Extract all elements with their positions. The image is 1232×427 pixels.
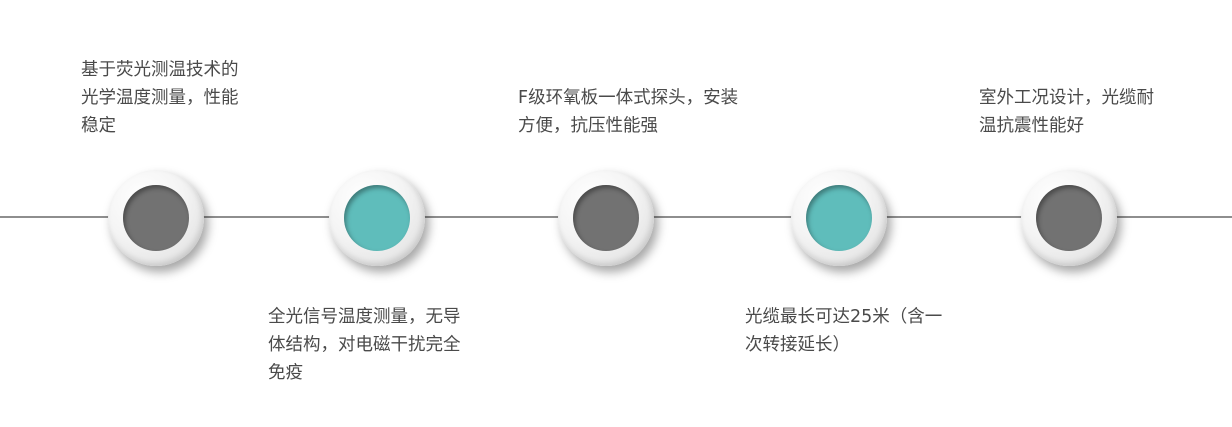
step-caption-3: F级环氧板一体式探头，安装 方便，抗压性能强 [518,88,739,136]
node-core-teal [806,185,872,251]
step-caption-5: 室外工况设计，光缆耐 温抗震性能好 [979,88,1154,136]
timeline-node-2 [329,170,425,266]
timeline-node-3 [558,170,654,266]
node-core-gray [123,185,189,251]
step-caption-2: 全光信号温度测量，无导 体结构，对电磁干扰完全 免疫 [268,307,461,383]
timeline-node-5 [1021,170,1117,266]
node-core-gray [1036,185,1102,251]
step-caption-1: 基于荧光测温技术的 光学温度测量，性能 稳定 [81,60,239,136]
step-caption-4: 光缆最长可达25米（含一 次转接延长） [745,307,943,355]
timeline-node-4 [791,170,887,266]
timeline-node-1 [108,170,204,266]
node-core-gray [573,185,639,251]
node-core-teal [344,185,410,251]
